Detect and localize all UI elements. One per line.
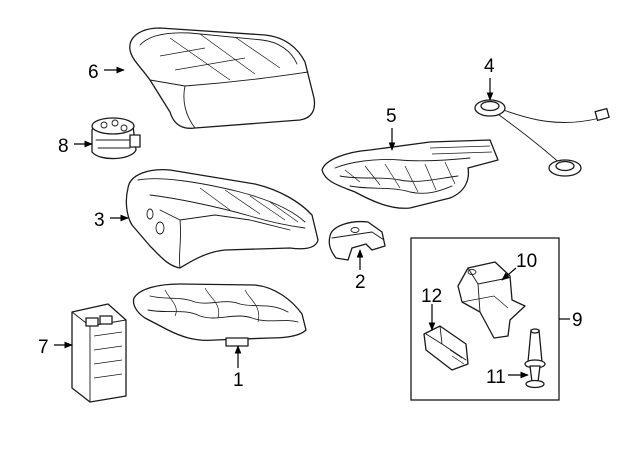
callout-2: 2 <box>355 272 366 293</box>
callout-4: 4 <box>484 56 495 77</box>
part-5-heater-mat <box>321 139 499 209</box>
part-8-motor <box>91 117 141 160</box>
part-12-switch <box>423 325 469 371</box>
callout-6: 6 <box>88 62 99 83</box>
part-6-cushion-cover <box>129 27 316 129</box>
callout-9: 9 <box>572 310 583 331</box>
part-10-housing <box>457 261 526 339</box>
leader-10 <box>501 267 517 281</box>
part-3-cushion-pad <box>125 168 319 269</box>
part-2-bracket <box>328 220 386 261</box>
part-7-control-module <box>71 303 127 403</box>
callout-7: 7 <box>38 337 49 358</box>
part-1-seat-frame <box>132 283 307 347</box>
callout-3: 3 <box>94 210 105 231</box>
callout-1: 1 <box>233 370 244 391</box>
callout-8: 8 <box>58 136 69 157</box>
callout-12: 12 <box>421 286 442 307</box>
callout-5: 5 <box>386 106 397 127</box>
part-4-harness <box>474 99 610 177</box>
callout-10: 10 <box>516 251 537 272</box>
part-11-pin <box>524 328 546 389</box>
callout-11: 11 <box>486 367 506 388</box>
